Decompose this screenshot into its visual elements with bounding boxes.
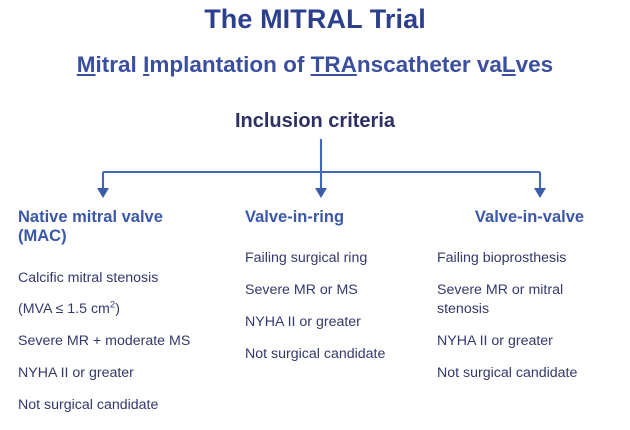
page-title: The MITRAL Trial [204, 4, 426, 34]
list-item: Severe MR or MS [245, 282, 358, 299]
list-item: Failing bioprosthesis [437, 250, 567, 267]
criteria-column-valve-in-ring: Valve-in-ring Failing surgical ring Seve… [245, 208, 435, 377]
list-item: Not surgical candidate [245, 345, 386, 362]
section-heading-inclusion-criteria: Inclusion criteria [234, 110, 396, 132]
arrowhead-middle-icon [315, 188, 327, 198]
column-heading: Native mitral valve (MAC) [18, 208, 163, 246]
superscript-two: 2 [109, 299, 116, 311]
column-criteria-list: Failing bioprosthesis Severe MR or mitra… [437, 249, 622, 382]
list-item: NYHA II or greater [245, 314, 361, 331]
column-heading: Valve-in-valve [474, 208, 585, 226]
subtitle-part-mplantation-of: mplantation of [149, 52, 311, 77]
subtitle-part-nscatheter-va: nscatheter va [356, 52, 502, 77]
page-subtitle-acronym: Mitral Implantation of TRAnscatheter vaL… [0, 52, 630, 78]
subtitle-part-itral: itral [95, 52, 144, 77]
list-item: Severe MR + moderate MS [18, 333, 191, 350]
list-item: Failing surgical ring [245, 250, 368, 267]
criteria-column-native-mitral-valve: Native mitral valve (MAC) Calcific mitra… [18, 208, 233, 428]
list-item-mva: (MVA ≤ 1.5 cm2) [18, 299, 120, 318]
column-criteria-list: Failing surgical ring Severe MR or MS NY… [245, 249, 435, 364]
criteria-column-valve-in-valve: Valve-in-valve Failing bioprosthesis Sev… [437, 208, 622, 396]
subtitle-part-m: M [76, 52, 96, 77]
list-item: NYHA II or greater [18, 365, 134, 382]
subtitle-part-l: L [501, 52, 516, 77]
column-criteria-list: Calcific mitral stenosis (MVA ≤ 1.5 cm2)… [18, 269, 233, 415]
subtitle-part-tra: TRA [310, 52, 357, 77]
arrowhead-right-icon [534, 188, 546, 198]
list-item: NYHA II or greater [437, 332, 553, 349]
list-item: Severe MR or mitral stenosis [437, 282, 564, 318]
list-item: Not surgical candidate [437, 364, 578, 381]
subtitle-part-i: I [143, 52, 150, 77]
subtitle-part-ves: ves [515, 52, 554, 77]
column-heading: Valve-in-ring [245, 208, 345, 226]
arrowhead-left-icon [97, 188, 109, 198]
list-item: Calcific mitral stenosis [18, 269, 159, 286]
list-item: Not surgical candidate [18, 397, 159, 414]
